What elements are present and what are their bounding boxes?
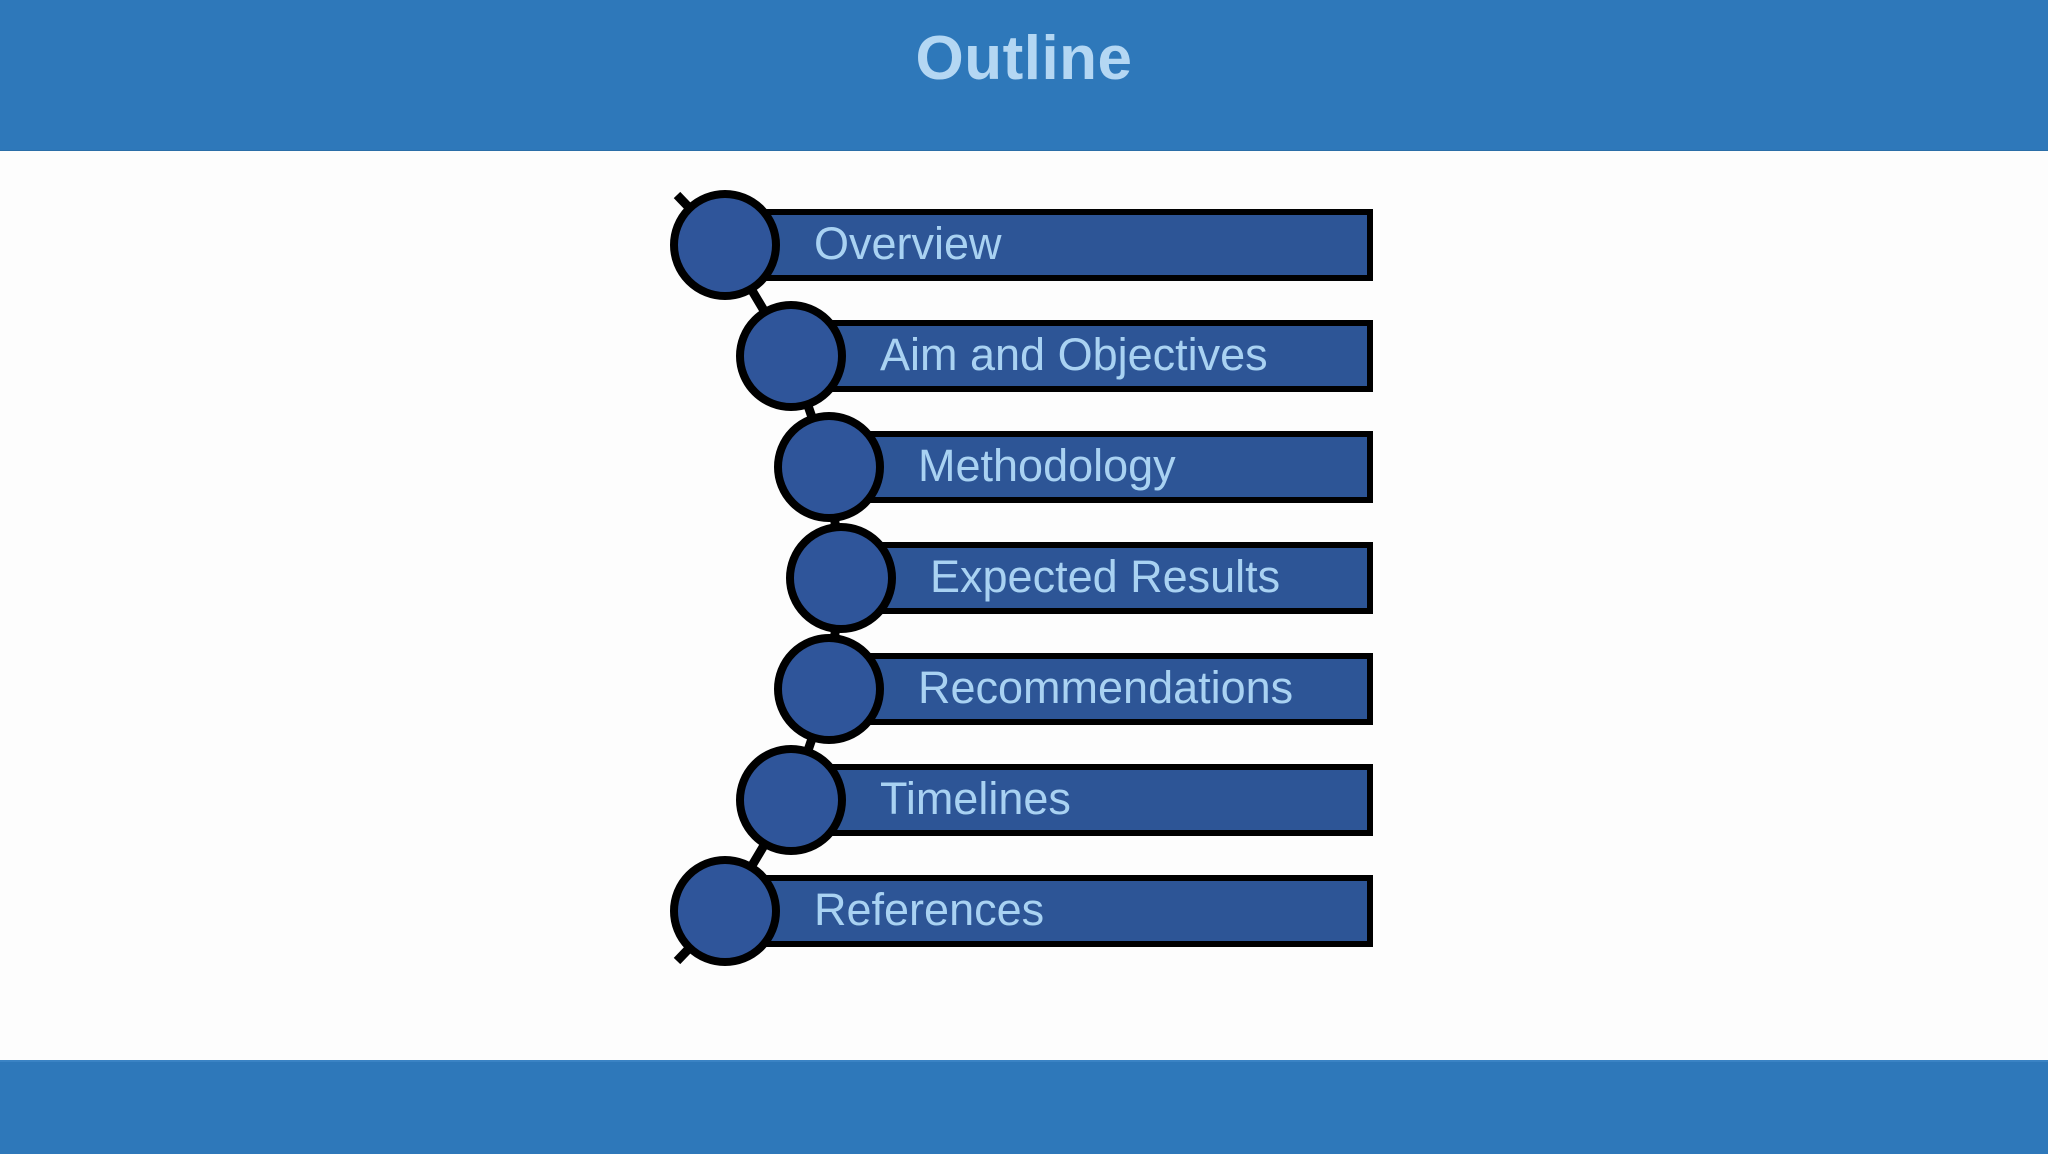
- outline-item-label: Recommendations: [918, 662, 1293, 713]
- slide-footer-bar: [0, 1060, 2048, 1154]
- outline-row[interactable]: Overview: [670, 190, 1373, 300]
- outline-row[interactable]: Recommendations: [774, 634, 1373, 744]
- outline-item-label: Expected Results: [930, 551, 1280, 602]
- outline-item-bar[interactable]: [797, 764, 1373, 836]
- slide-header-bar: Outline: [0, 0, 2048, 150]
- outline-item-label: References: [814, 884, 1044, 935]
- outline-row[interactable]: Expected Results: [786, 523, 1373, 633]
- outline-item-node-circle[interactable]: [736, 745, 846, 855]
- outline-item-node-circle[interactable]: [736, 301, 846, 411]
- outline-item-node-circle[interactable]: [774, 412, 884, 522]
- outline-item-label: Overview: [814, 218, 1002, 269]
- outline-row[interactable]: References: [670, 856, 1373, 966]
- outline-item-node-circle[interactable]: [786, 523, 896, 633]
- outline-item-node-circle[interactable]: [774, 634, 884, 744]
- outline-item-label: Methodology: [918, 440, 1176, 491]
- outline-item-node-circle[interactable]: [670, 856, 780, 966]
- outline-row[interactable]: Aim and Objectives: [736, 301, 1373, 411]
- outline-item-node-circle[interactable]: [670, 190, 780, 300]
- outline-item-label: Aim and Objectives: [880, 329, 1268, 380]
- outline-item-bar[interactable]: [847, 542, 1373, 614]
- outline-item-label: Timelines: [880, 773, 1071, 824]
- outline-item-bar[interactable]: [734, 209, 1373, 281]
- outline-row[interactable]: Timelines: [736, 745, 1373, 855]
- page-title: Outline: [915, 24, 1133, 93]
- outline-row[interactable]: Methodology: [774, 412, 1373, 522]
